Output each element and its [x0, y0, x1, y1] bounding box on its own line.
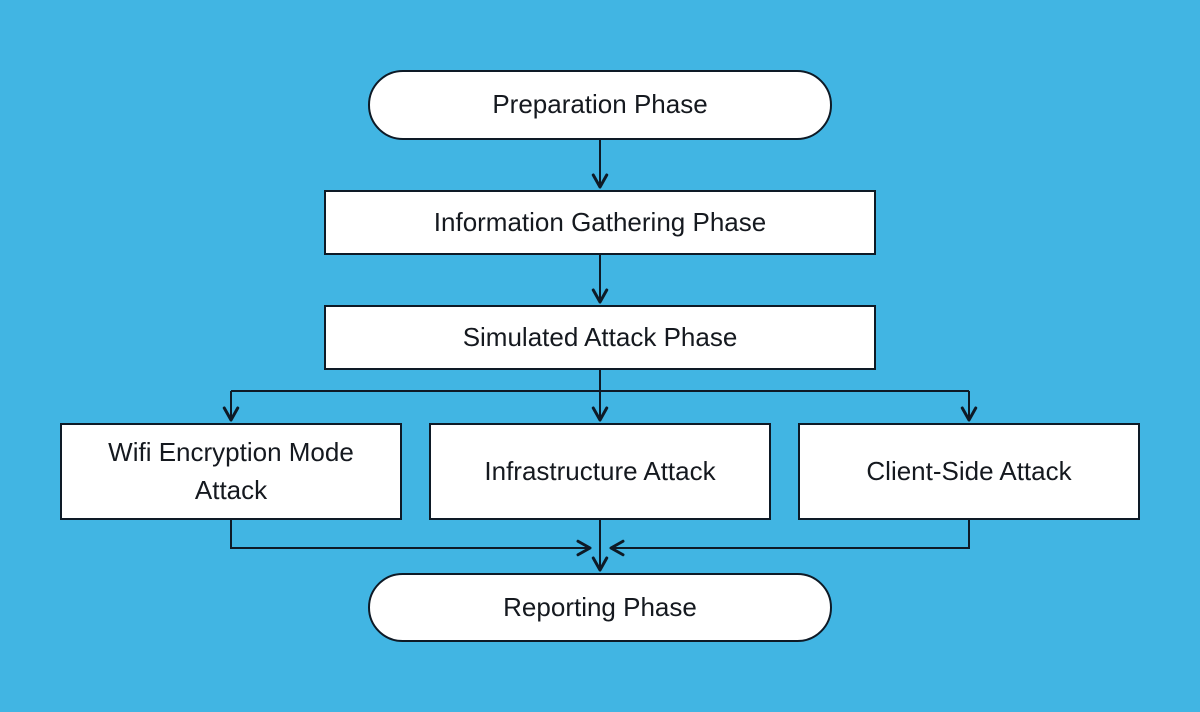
node-preparation-phase: Preparation Phase	[368, 70, 832, 140]
node-client-side-attack: Client-Side Attack	[798, 423, 1140, 520]
node-infrastructure-attack: Infrastructure Attack	[429, 423, 771, 520]
node-simulated-attack-phase: Simulated Attack Phase	[324, 305, 876, 370]
node-reporting-phase: Reporting Phase	[368, 573, 832, 642]
node-information-gathering-phase-label: Information Gathering Phase	[433, 206, 767, 237]
node-preparation-phase-label: Preparation Phase	[492, 89, 708, 120]
node-wifi-encryption-mode-attack-label: Wifi Encryption Mode Attack	[108, 436, 354, 505]
connector-client-to-merge	[609, 520, 970, 557]
connector-wifi-to-merge	[230, 520, 592, 557]
node-simulated-attack-phase-label: Simulated Attack Phase	[462, 321, 738, 352]
node-reporting-phase-label: Reporting Phase	[503, 591, 697, 622]
node-information-gathering-phase: Information Gathering Phase	[324, 190, 876, 255]
node-infrastructure-attack-label: Infrastructure Attack	[484, 455, 716, 486]
node-wifi-encryption-mode-attack: Wifi Encryption Mode Attack	[60, 423, 402, 520]
node-client-side-attack-label: Client-Side Attack	[866, 455, 1072, 486]
